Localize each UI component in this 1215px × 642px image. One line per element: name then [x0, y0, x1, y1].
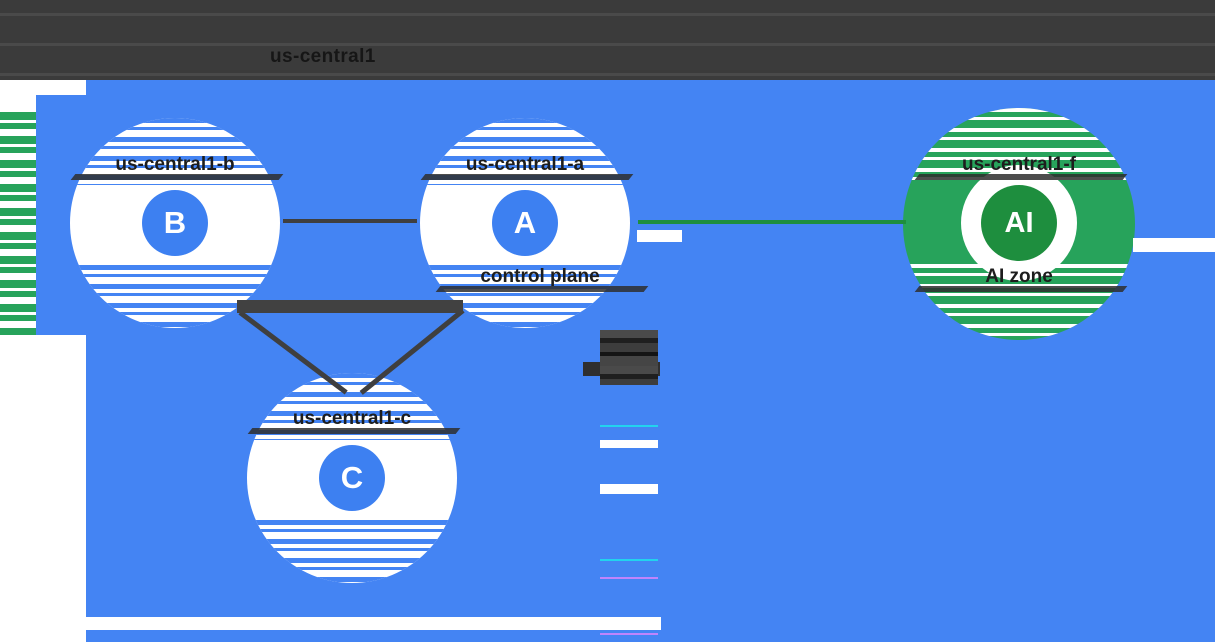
- connector-b-a: [283, 219, 417, 223]
- zone-badge-a: A: [492, 190, 558, 256]
- ai-zone-badge: AI: [981, 185, 1057, 261]
- zone-sublabel-a: control plane: [420, 266, 660, 288]
- ai-zone-label: us-central1-f: [899, 154, 1139, 176]
- glitch-strip: [600, 440, 658, 448]
- glitch-strip: [600, 633, 658, 635]
- glitch-strip: [600, 577, 658, 579]
- header-bar: us-central1: [0, 0, 1215, 80]
- ai-zone-sublabel: AI zone: [899, 266, 1139, 288]
- zone-label-b: us-central1-b: [55, 154, 295, 176]
- zone-badge-b: B: [142, 190, 208, 256]
- glitch-strip: [86, 617, 661, 630]
- zone-label-a: us-central1-a: [405, 154, 645, 176]
- glitch-strip: [600, 330, 658, 385]
- glitch-green-bar: [0, 112, 36, 335]
- zone-circle-b: [70, 118, 280, 328]
- connector-a-ai: [638, 220, 906, 224]
- zone-badge-c: C: [319, 445, 385, 511]
- glitch-stripes: [247, 520, 457, 583]
- glitch-strip: [600, 484, 658, 494]
- glitch-strip: [1133, 238, 1215, 252]
- glitch-strip: [600, 559, 658, 561]
- glitch-strip: [600, 425, 658, 427]
- diagram-title: us-central1: [270, 46, 376, 67]
- glitch-strip: [637, 230, 682, 242]
- connector-smear: [237, 300, 463, 313]
- zone-label-c: us-central1-c: [232, 408, 472, 430]
